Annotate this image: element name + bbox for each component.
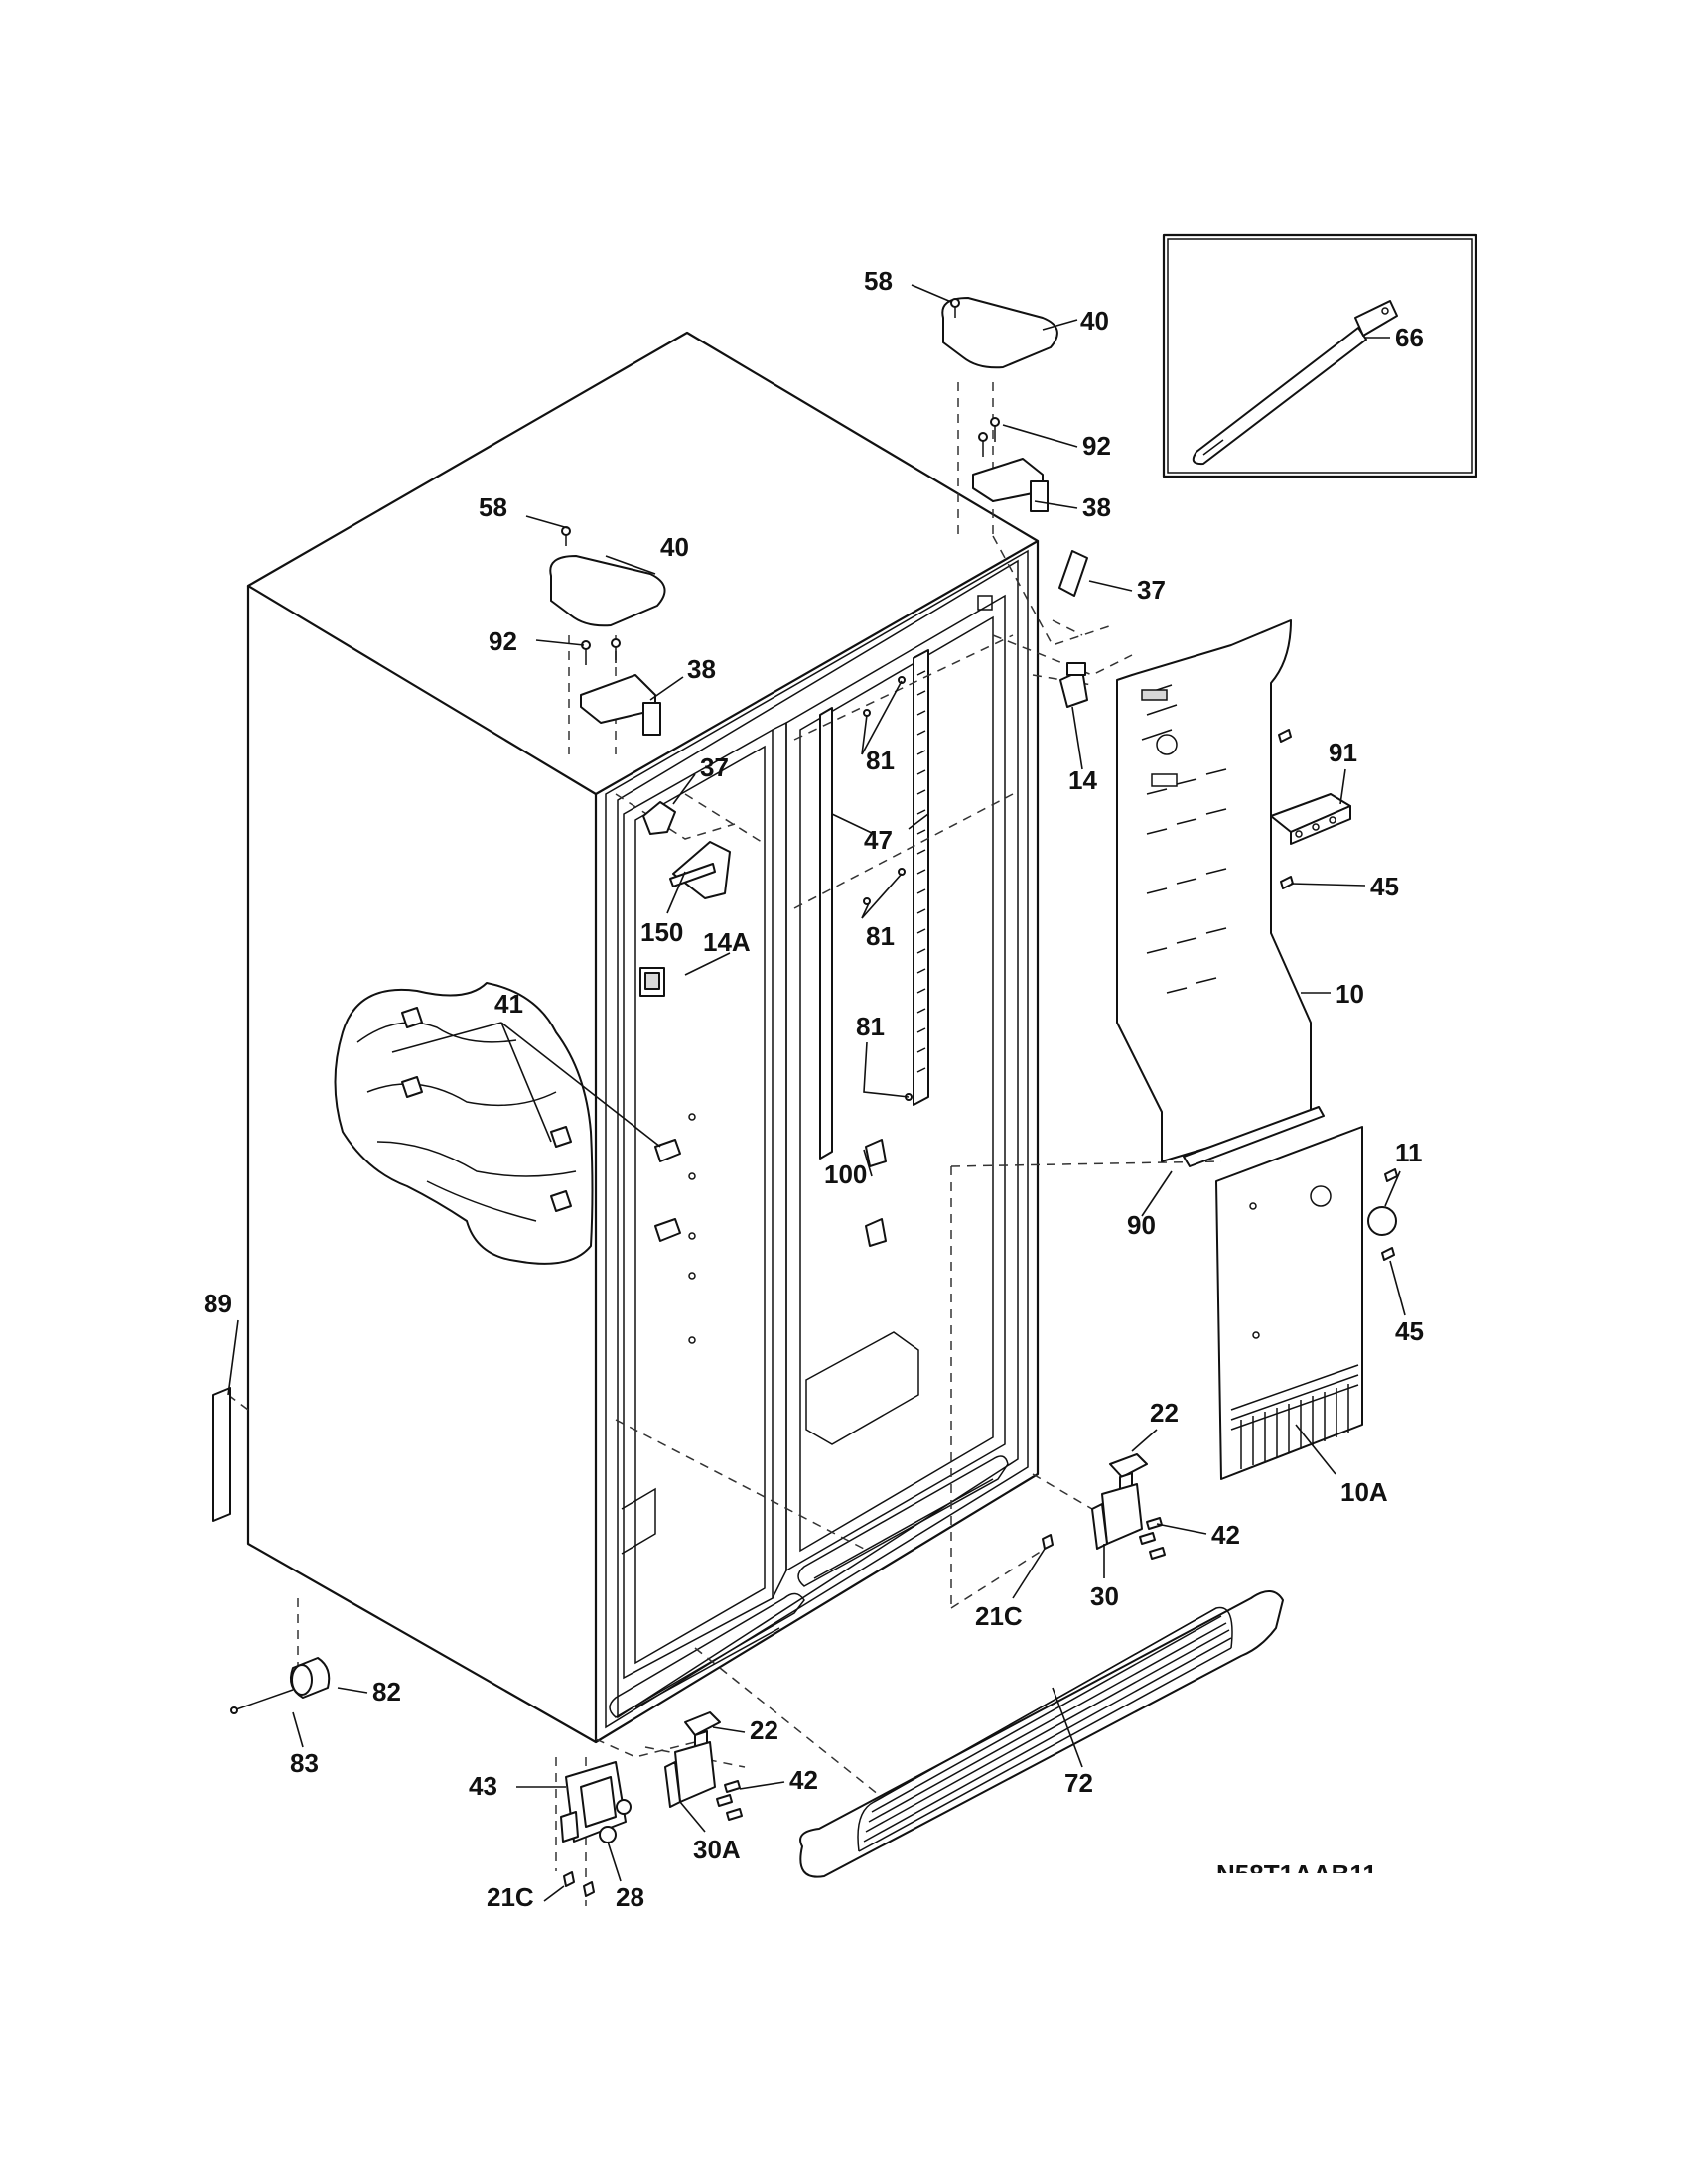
rear-panel-10	[1116, 619, 1312, 1162]
hinge-top-right	[972, 458, 1049, 512]
pin-37-right	[1058, 550, 1088, 597]
callout-11: 11	[1395, 1138, 1423, 1167]
callout-66: 66	[1395, 323, 1424, 352]
callout-38-left: 38	[687, 654, 716, 684]
callout-91: 91	[1329, 738, 1357, 767]
roller-82	[290, 1657, 331, 1699]
callout-150: 150	[640, 917, 683, 947]
callout-42-left: 42	[789, 1765, 818, 1795]
hinge-top-left	[580, 674, 661, 736]
callout-10a: 10A	[1340, 1477, 1388, 1507]
screws-45	[1278, 729, 1398, 1261]
cabinet	[246, 331, 1040, 1744]
callout-21c-left: 21C	[487, 1882, 534, 1912]
bracket-30a	[664, 1741, 716, 1808]
switch-14	[1059, 662, 1088, 708]
callout-43: 43	[469, 1771, 497, 1801]
callout-82: 82	[372, 1677, 401, 1706]
callout-81-lower: 81	[856, 1012, 885, 1041]
strip-90	[1183, 1106, 1325, 1167]
callout-14: 14	[1068, 765, 1097, 795]
part-150	[669, 841, 731, 899]
pegs-41	[654, 1139, 681, 1242]
callout-labels: 58 40 92 38 37 66 14 91 45 10 58 40 92 3…	[204, 266, 1424, 1912]
callout-92-left: 92	[489, 626, 517, 656]
callout-40-left: 40	[660, 532, 689, 562]
callout-30: 30	[1090, 1581, 1119, 1611]
screws-top	[561, 298, 1000, 665]
callout-58-top: 58	[864, 266, 893, 296]
callout-21c-right: 21C	[975, 1601, 1023, 1631]
pin-83	[230, 1689, 294, 1714]
callout-47: 47	[864, 825, 893, 855]
callout-81-middle: 81	[866, 921, 895, 951]
callout-45-upper: 45	[1370, 872, 1399, 901]
callout-100: 100	[824, 1160, 867, 1189]
insulation-detail	[334, 982, 594, 1265]
plug-11	[1367, 1206, 1397, 1236]
callout-14a: 14A	[703, 927, 751, 957]
callout-22-left: 22	[750, 1715, 778, 1745]
grille-72	[799, 1590, 1284, 1878]
hinge-cover-top-right	[941, 297, 1058, 369]
callout-89: 89	[204, 1289, 232, 1318]
leader-lines	[227, 284, 1406, 1902]
callout-81-upper: 81	[866, 746, 895, 775]
bracket-91	[1270, 793, 1351, 845]
callout-42-right: 42	[1211, 1520, 1240, 1550]
callout-41: 41	[494, 989, 523, 1019]
callout-58-left: 58	[479, 492, 507, 522]
screws-21c	[563, 1534, 1054, 1897]
callout-72: 72	[1064, 1768, 1093, 1798]
callout-92-top: 92	[1082, 431, 1111, 461]
callout-45-lower: 45	[1395, 1316, 1424, 1346]
callout-37-left: 37	[700, 752, 729, 782]
callout-38-top: 38	[1082, 492, 1111, 522]
footer-code-text: N58T1AAB11	[1216, 1859, 1377, 1889]
callout-83: 83	[290, 1748, 319, 1778]
relay-43	[560, 1761, 632, 1843]
supports-100	[865, 1139, 887, 1247]
callout-30a: 30A	[693, 1835, 741, 1864]
callout-28: 28	[616, 1882, 644, 1912]
door-stop-strap	[1192, 300, 1398, 466]
pin-37-left	[642, 801, 676, 835]
inset-box	[1162, 233, 1477, 478]
rear-panel-10a	[1215, 1126, 1363, 1480]
bracket-30	[1091, 1483, 1143, 1550]
callout-90: 90	[1127, 1210, 1156, 1240]
callout-37-right: 37	[1137, 575, 1166, 605]
callout-40-top: 40	[1080, 306, 1109, 336]
footer-code: N58T1AAB11	[1216, 1859, 1377, 1889]
hinge-cover-top-left	[549, 555, 666, 627]
switch-14a	[639, 967, 665, 997]
callout-22-right: 22	[1150, 1398, 1179, 1428]
callout-10: 10	[1336, 979, 1364, 1009]
plate-89	[212, 1387, 231, 1522]
